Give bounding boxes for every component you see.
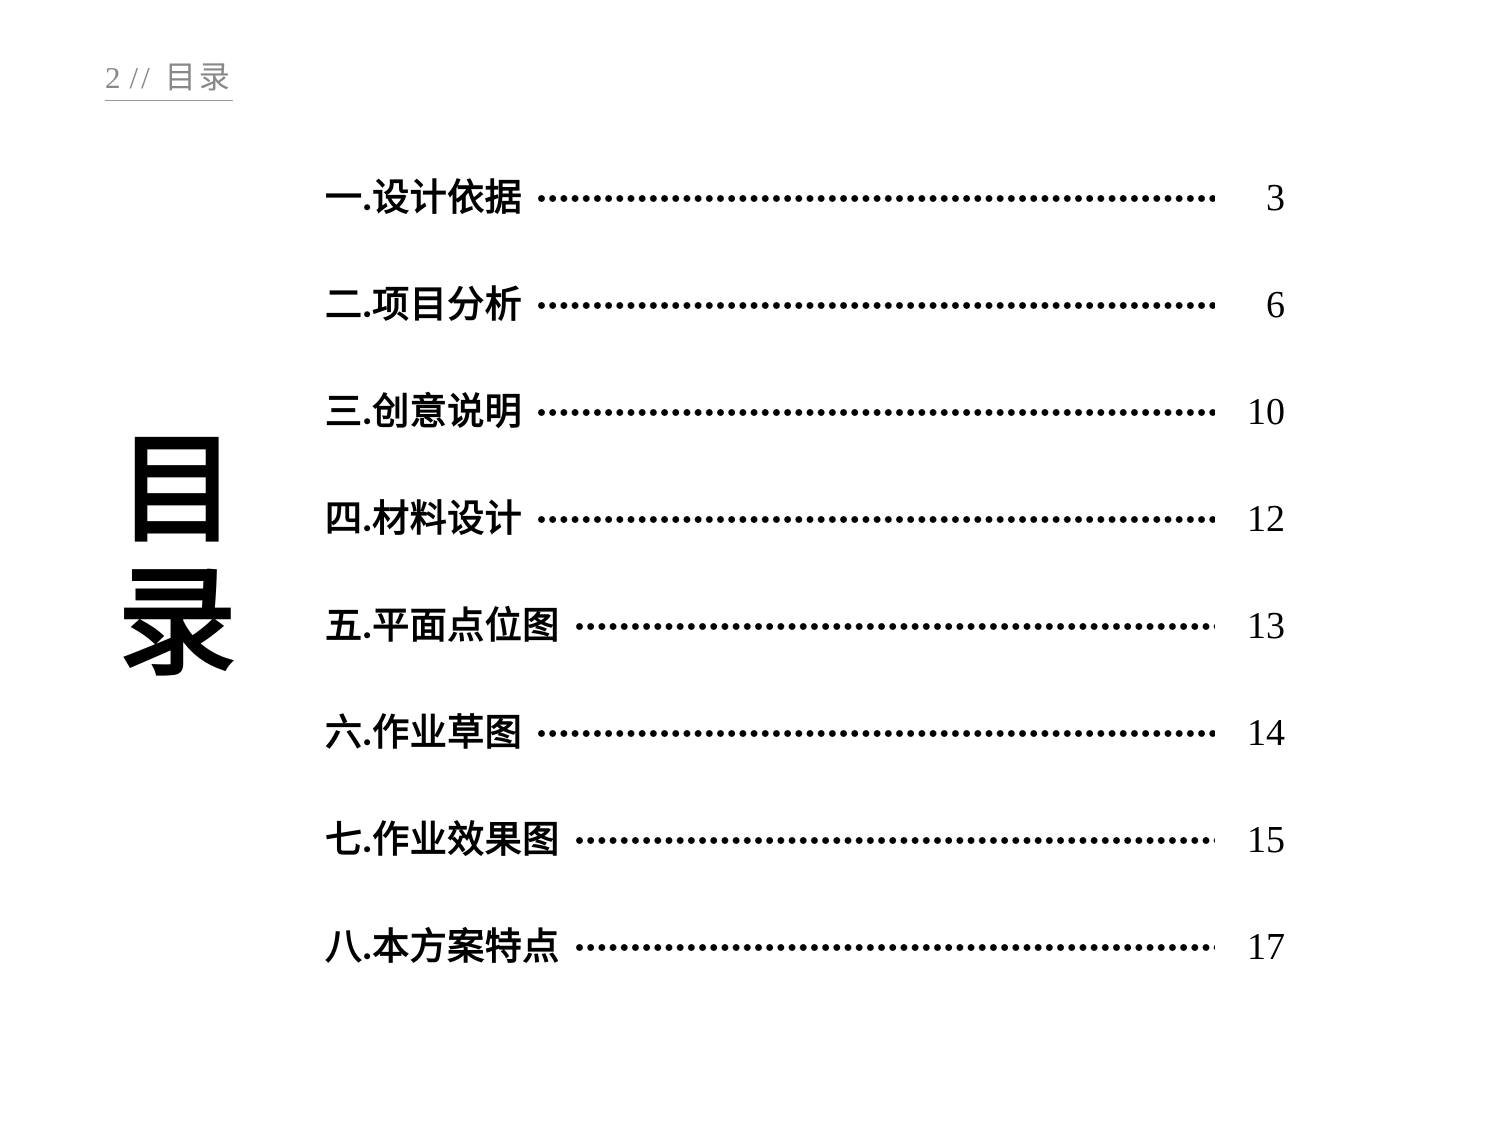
- toc-entry[interactable]: 七.作业效果图 15: [325, 812, 1285, 919]
- toc-entry-page-number: 17: [1247, 926, 1285, 968]
- toc-entry-page-number: 6: [1266, 284, 1285, 326]
- toc-entry-label: 七.作业效果图: [325, 820, 560, 861]
- toc-entry-page-number: 13: [1247, 605, 1285, 647]
- toc-entry-label: 三.创意说明: [325, 392, 523, 433]
- toc-entry[interactable]: 六.作业草图 14: [325, 705, 1285, 812]
- toc-entry[interactable]: 五.平面点位图 13: [325, 598, 1285, 705]
- toc-entry-label: 五.平面点位图: [325, 606, 560, 647]
- page-title-char-1: 目: [117, 426, 236, 557]
- toc-entry-label: 一.设计依据: [325, 178, 523, 219]
- table-of-contents: 一.设计依据 3 二.项目分析 6 三.创意说明 10 四.材料设计 12 五.…: [325, 170, 1285, 1026]
- toc-entry[interactable]: 八.本方案特点 17: [325, 919, 1285, 1026]
- toc-entry[interactable]: 四.材料设计 12: [325, 491, 1285, 598]
- toc-entry-page-number: 12: [1247, 498, 1285, 540]
- toc-entry[interactable]: 二.项目分析 6: [325, 277, 1285, 384]
- toc-dot-leader: [538, 705, 1215, 745]
- page-title-char-2: 录: [117, 559, 236, 690]
- slide-header-title: 目录: [164, 60, 233, 95]
- breadcrumb-separator: //: [129, 60, 153, 95]
- toc-entry-page-number: 10: [1247, 391, 1285, 433]
- slide-header-breadcrumb: 2// 目录: [105, 58, 233, 101]
- toc-dot-leader: [575, 598, 1215, 638]
- toc-entry[interactable]: 三.创意说明 10: [325, 384, 1285, 491]
- slide-number: 2: [105, 60, 124, 95]
- toc-entry-page-number: 3: [1266, 177, 1285, 219]
- toc-dot-leader: [538, 491, 1215, 531]
- toc-dot-leader: [538, 384, 1215, 424]
- toc-dot-leader: [538, 277, 1215, 317]
- toc-dot-leader: [538, 170, 1215, 210]
- toc-entry-label: 六.作业草图: [325, 713, 523, 754]
- toc-entry-label: 四.材料设计: [325, 499, 523, 540]
- toc-entry-page-number: 15: [1247, 819, 1285, 861]
- toc-entry-page-number: 14: [1247, 712, 1285, 754]
- toc-entry-label: 二.项目分析: [325, 285, 523, 326]
- page-title-vertical: 目 录: [112, 425, 242, 691]
- toc-entry-label: 八.本方案特点: [325, 927, 560, 968]
- toc-entry[interactable]: 一.设计依据 3: [325, 170, 1285, 277]
- toc-dot-leader: [575, 812, 1215, 852]
- toc-dot-leader: [575, 919, 1215, 959]
